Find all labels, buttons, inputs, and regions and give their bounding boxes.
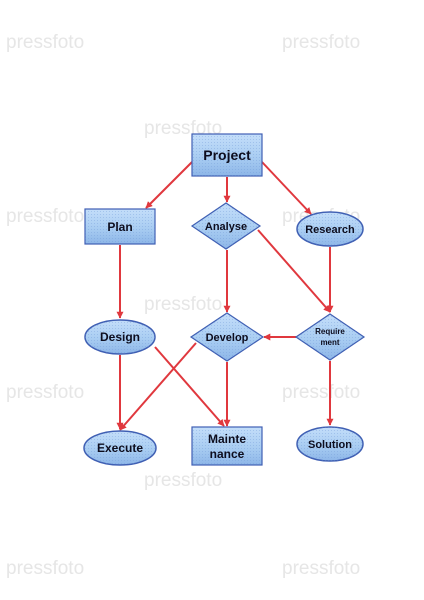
node-research-texture (297, 212, 363, 246)
node-maintenance-label-line1: Mainte (208, 432, 246, 446)
watermark-text: pressfoto (144, 294, 222, 315)
watermark-text: pressfoto (144, 470, 222, 491)
node-execute: Execute (83, 430, 157, 466)
edge-analyse-to-requirement (257, 229, 331, 313)
watermark-text: pressfoto (282, 32, 360, 53)
watermark-layer: pressfoto pressfoto pressfoto pressfoto … (6, 32, 360, 579)
node-design-label: Design (100, 330, 140, 344)
node-requirement-label-line1: Require (315, 327, 345, 336)
node-maintenance-label-line2: nance (210, 447, 245, 461)
node-solution-label: Solution (308, 439, 352, 451)
node-research-label: Research (305, 224, 355, 236)
edge-develop-to-execute (119, 342, 197, 431)
node-develop-texture (191, 313, 263, 361)
node-analyse-texture (192, 203, 260, 249)
node-requirement-label-line2: ment (320, 338, 339, 347)
watermark-text: pressfoto (282, 382, 360, 403)
node-project-label: Project (203, 147, 251, 163)
edge-project-to-research (261, 161, 312, 215)
watermark-text: pressfoto (6, 32, 84, 53)
node-analyse: Analyse (190, 202, 262, 250)
node-solution-texture (297, 427, 363, 461)
node-solution: Solution (296, 426, 364, 462)
node-requirement-texture (296, 314, 364, 360)
node-execute-texture (84, 431, 156, 465)
nodes-layer: Project Plan Analyse Research (83, 133, 366, 466)
node-project: Project (191, 133, 263, 177)
watermark-text: pressfoto (6, 206, 84, 227)
node-plan-label: Plan (107, 220, 132, 234)
watermark-text: pressfoto (6, 558, 84, 579)
node-design-texture (85, 320, 155, 354)
node-plan: Plan (84, 208, 156, 245)
node-requirement: Require ment (294, 313, 366, 361)
node-design: Design (84, 319, 156, 355)
watermark-text: pressfoto (282, 558, 360, 579)
node-project-texture (192, 134, 262, 176)
edge-design-to-maintenance (154, 346, 225, 427)
edges-layer (116, 161, 334, 431)
node-maintenance: Mainte nance (191, 426, 263, 466)
node-analyse-label: Analyse (205, 221, 247, 233)
node-plan-texture (85, 209, 155, 244)
node-research: Research (296, 211, 364, 247)
node-execute-label: Execute (97, 441, 143, 455)
node-develop: Develop (189, 312, 265, 362)
edge-project-to-plan (145, 161, 193, 209)
node-maintenance-texture (192, 427, 262, 465)
watermark-text: pressfoto (6, 382, 84, 403)
node-develop-label: Develop (206, 332, 249, 344)
